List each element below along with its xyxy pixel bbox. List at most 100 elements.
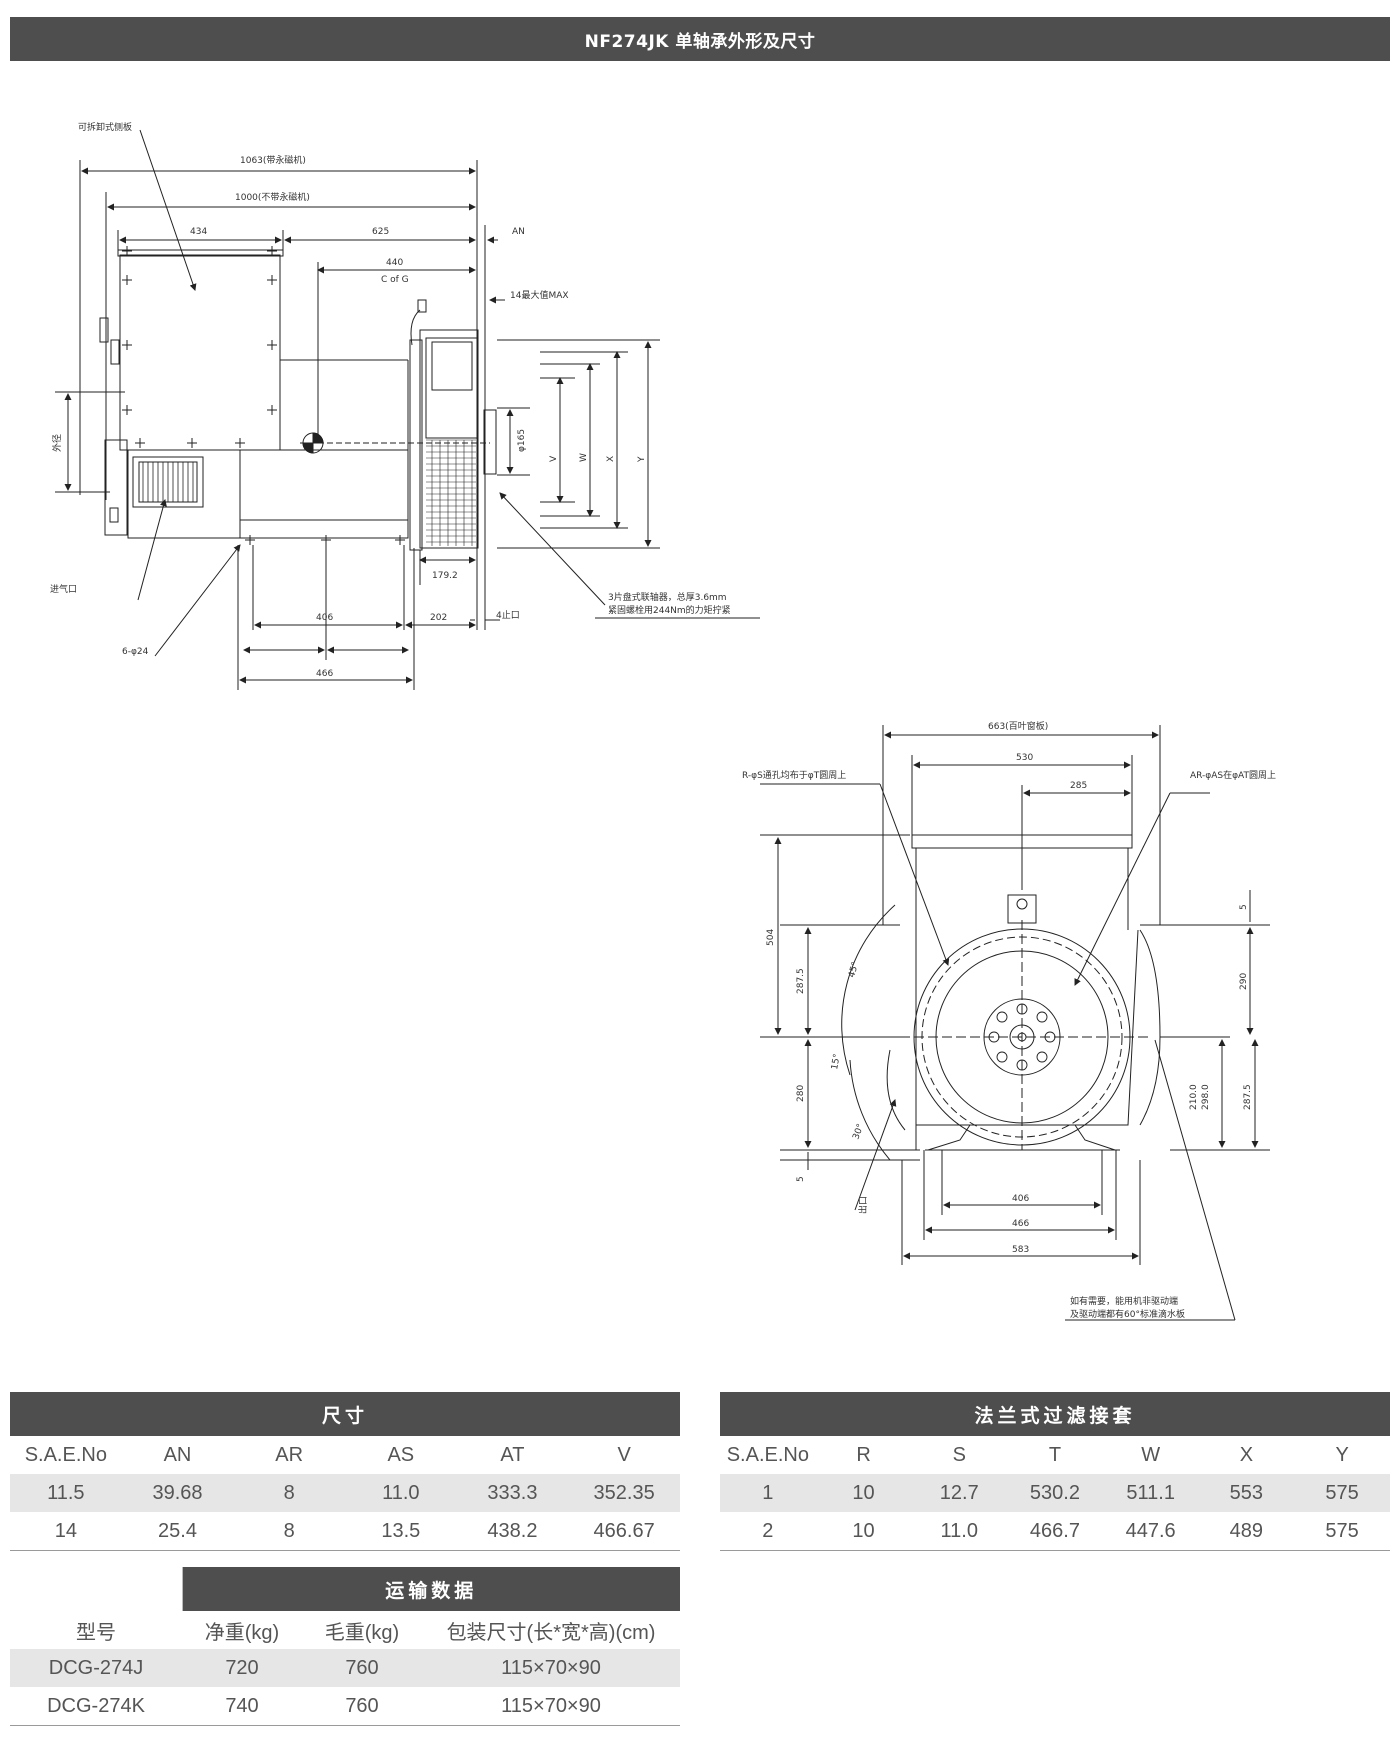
table-row: DCG-274K 740 760 115×70×90 [10, 1687, 680, 1726]
table-cell: 466.67 [568, 1512, 680, 1551]
label-5-left: 5 [796, 1176, 806, 1182]
table-cell: 466.7 [1007, 1512, 1103, 1551]
label-202: 202 [430, 613, 447, 623]
table-cell: DCG-274K [10, 1687, 182, 1726]
side-view-labels: 可拆卸式侧板 1063(带永磁机) 1000(不带永磁机) 434 625 AN… [50, 121, 731, 679]
table-cell: 39.68 [121, 1474, 234, 1512]
label-440: 440 [386, 258, 403, 268]
label-298: 298.0 [1201, 1084, 1211, 1110]
label-drip-note-1: 如有需要，能用机非驱动端 [1070, 1295, 1178, 1307]
column-header: R [856, 1443, 871, 1466]
column-header: T [1048, 1443, 1062, 1466]
table-cell: 489 [1198, 1512, 1295, 1551]
label-179: 179.2 [432, 571, 458, 581]
column-header: S [952, 1443, 966, 1466]
table-cell: 10 [815, 1474, 912, 1512]
label-530: 530 [1016, 753, 1033, 763]
label-air-inlet: 进气口 [50, 583, 77, 595]
table-cell: 333.3 [456, 1474, 569, 1512]
table-cell: 720 [182, 1649, 302, 1687]
label-b406: 406 [1012, 1194, 1029, 1204]
label-290: 290 [1239, 973, 1249, 990]
table-cell: 115×70×90 [422, 1649, 680, 1687]
label-coupling-note-1: 3片盘式联轴器，总厚3.6mm [608, 591, 727, 603]
column-header: AN [163, 1443, 192, 1466]
label-b583: 583 [1012, 1245, 1029, 1255]
column-header: V [617, 1443, 631, 1466]
table-cell: 1 [720, 1474, 816, 1512]
table-cell: 2 [720, 1512, 816, 1551]
table-cell: 530.2 [1007, 1474, 1103, 1512]
table-cell: 115×70×90 [422, 1687, 680, 1726]
table-cell: 12.7 [911, 1474, 1008, 1512]
table-cell: 352.35 [568, 1474, 680, 1512]
end-view-labels: 663(百叶窗板) 530 285 R-φS通孔均布于φT圆周上 AR-φAS在… [742, 720, 1276, 1320]
table-cell: 11.0 [911, 1512, 1008, 1551]
label-504: 504 [766, 929, 776, 946]
column-header: S.A.E.No [24, 1443, 107, 1466]
table-cell: 740 [182, 1687, 302, 1726]
label-r-s-note: R-φS通孔均布于φT圆周上 [742, 769, 846, 781]
table-row: 2 10 11.0 466.7 447.6 489 575 [720, 1512, 1390, 1551]
table-cell: 760 [302, 1687, 422, 1726]
table-title: 运输数据 [182, 1567, 680, 1611]
label-b466: 466 [1012, 1219, 1029, 1229]
label-45deg: 45° [847, 961, 861, 979]
column-header: 毛重(kg) [324, 1621, 400, 1644]
label-287-left: 287.5 [796, 968, 806, 994]
label-625: 625 [372, 227, 389, 237]
table-cell: 575 [1294, 1474, 1390, 1512]
label-1063: 1063(带永磁机) [240, 154, 306, 166]
table-cell: 447.6 [1102, 1512, 1199, 1551]
column-header: S.A.E.No [726, 1443, 809, 1466]
label-coupling-note-2: 紧固螺栓用244Nm的力矩拧紧 [608, 604, 731, 616]
table-cell: 575 [1294, 1512, 1390, 1551]
end-view-drawing [760, 725, 1270, 1321]
table-cell: 760 [302, 1649, 422, 1687]
table-cell: 438.2 [456, 1512, 569, 1551]
table-row: DCG-274J 720 760 115×70×90 [10, 1649, 680, 1687]
label-14max: 14最大值MAX [510, 289, 569, 301]
label-5-right: 5 [1239, 904, 1249, 910]
label-280-left: 280 [796, 1085, 806, 1102]
table-row: 1 10 12.7 530.2 511.1 553 575 [720, 1474, 1390, 1512]
label-287-right: 287.5 [1243, 1084, 1253, 1110]
label-ar-note: AR-φAS在φAT圆周上 [1190, 769, 1276, 781]
table-cell: 553 [1198, 1474, 1295, 1512]
label-1000: 1000(不带永磁机) [235, 191, 310, 203]
label-663: 663(百叶窗板) [988, 720, 1048, 732]
label-210: 210.0 [1189, 1084, 1199, 1110]
transport-table: 运输数据 型号 净重(kg) 毛重(kg) 包装尺寸(长*宽*高)(cm) DC… [10, 1567, 680, 1726]
label-an: AN [512, 227, 525, 237]
table-cell: 25.4 [121, 1512, 234, 1551]
column-header: AR [275, 1443, 304, 1466]
label-x: X [606, 456, 616, 462]
table-cell: 8 [233, 1512, 345, 1551]
table-cell: 14 [10, 1512, 122, 1551]
column-header: Y [1335, 1443, 1349, 1466]
table-title: 法兰式过滤接套 [720, 1392, 1390, 1436]
label-w: W [579, 453, 589, 462]
label-spigot: 4止口 [496, 609, 520, 621]
label-phi165: φ165 [517, 429, 527, 452]
table-row: 14 25.4 8 13.5 438.2 466.67 [10, 1512, 680, 1551]
column-header: AS [387, 1443, 415, 1466]
table-row: 11.5 39.68 8 11.0 333.3 352.35 [10, 1474, 680, 1512]
column-header: 净重(kg) [204, 1621, 280, 1644]
label-cofg: C of G [381, 275, 409, 285]
table-cell: 8 [233, 1474, 345, 1512]
dimensions-table: 尺寸 S.A.E.No AN AR AS AT V 11.5 39.68 8 1… [10, 1392, 680, 1551]
label-outer-side: 外径 [51, 434, 63, 452]
label-466: 466 [316, 669, 333, 679]
label-406: 406 [316, 613, 333, 623]
column-header: 型号 [76, 1621, 116, 1644]
column-header: W [1141, 1443, 1161, 1466]
table-cell: DCG-274J [10, 1649, 182, 1687]
label-y: Y [637, 456, 647, 463]
label-285: 285 [1070, 781, 1087, 791]
label-434: 434 [190, 227, 207, 237]
side-view-drawing [55, 129, 760, 690]
label-30deg: 30° [851, 1123, 866, 1141]
table-cell: 511.1 [1102, 1474, 1199, 1512]
table-cell: 11.5 [10, 1474, 122, 1512]
